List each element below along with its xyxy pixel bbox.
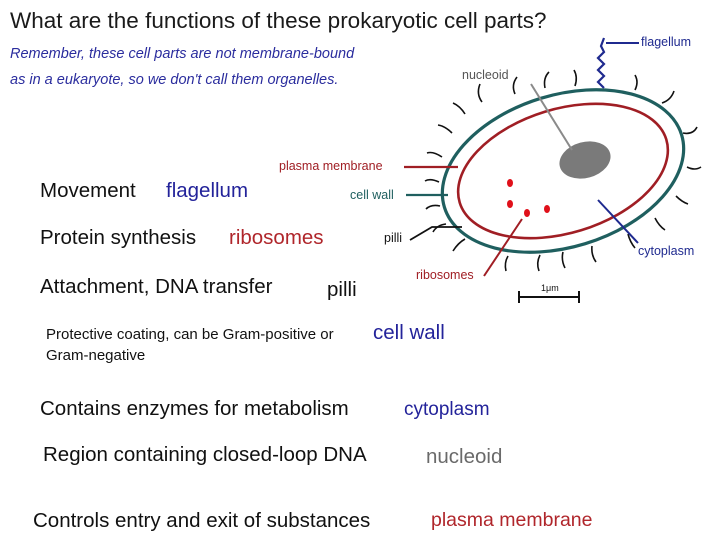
answer-entry-exit: plasma membrane	[431, 509, 593, 531]
label-cell-wall: cell wall	[350, 188, 394, 202]
label-flagellum: flagellum	[641, 35, 692, 49]
note-line-1: Remember, these cell parts are not membr…	[10, 46, 355, 62]
pilus	[504, 255, 509, 272]
answer-movement: flagellum	[166, 179, 249, 202]
pilus	[686, 166, 702, 170]
ribosome	[507, 179, 513, 187]
question-movement: Movement	[40, 179, 136, 202]
page-title: What are the functions of these prokaryo…	[10, 8, 547, 33]
answer-protein-synthesis: ribosomes	[229, 226, 324, 249]
pilus	[634, 74, 638, 91]
nucleoid-shape	[559, 141, 611, 179]
pilus	[512, 76, 518, 95]
label-cytoplasm: cytoplasm	[638, 244, 695, 258]
answer-closed-loop-dna: nucleoid	[426, 445, 503, 468]
pilus	[452, 238, 466, 252]
pilus	[654, 217, 666, 231]
note-line-2: as in a eukaryote, so we don't call them…	[10, 72, 339, 88]
ribosomes-leader	[483, 218, 523, 277]
pilus	[627, 233, 636, 249]
pilus	[536, 254, 541, 272]
pilus	[543, 71, 550, 89]
pilus	[432, 223, 447, 233]
label-pilli: pilli	[384, 231, 403, 245]
pilus	[424, 178, 440, 183]
cytoplasm-leader	[597, 199, 639, 244]
pilli-leader	[409, 226, 462, 241]
pilus	[561, 251, 566, 269]
question-enzymes: Contains enzymes for metabolism	[40, 397, 349, 420]
ribosome	[544, 205, 550, 213]
pilus	[452, 102, 466, 115]
pilus	[682, 126, 698, 135]
question-attachment: Attachment, DNA transfer	[40, 275, 273, 298]
pilus	[477, 83, 483, 103]
label-scale: 1μm	[541, 283, 559, 293]
question-closed-loop-dna: Region containing closed-loop DNA	[43, 443, 367, 466]
pilus	[437, 124, 453, 134]
ribosome	[507, 200, 513, 208]
answer-protective-coating: cell wall	[373, 321, 445, 344]
pilus	[675, 195, 689, 205]
pilus	[591, 245, 597, 263]
pilus	[426, 151, 443, 158]
question-protein-synthesis: Protein synthesis	[40, 226, 197, 249]
pilus	[425, 204, 441, 210]
pilus	[573, 69, 578, 87]
nucleoid-leader	[530, 83, 573, 151]
ribosome	[524, 209, 530, 217]
question-entry-exit: Controls entry and exit of substances	[33, 509, 371, 532]
pilus	[661, 90, 675, 104]
label-plasma-membrane: plasma membrane	[279, 159, 383, 173]
ribosomes-group	[507, 179, 550, 217]
label-ribosomes: ribosomes	[416, 268, 474, 282]
question-protective-coating: Protective coating, can be Gram-positive…	[46, 326, 334, 364]
label-nucleoid: nucleoid	[462, 68, 509, 82]
pili-group	[424, 69, 702, 272]
answer-attachment: pilli	[327, 278, 357, 301]
plasma-membrane-shape	[456, 102, 670, 240]
answer-enzymes: cytoplasm	[404, 399, 490, 420]
flagellum-shape	[596, 37, 606, 89]
